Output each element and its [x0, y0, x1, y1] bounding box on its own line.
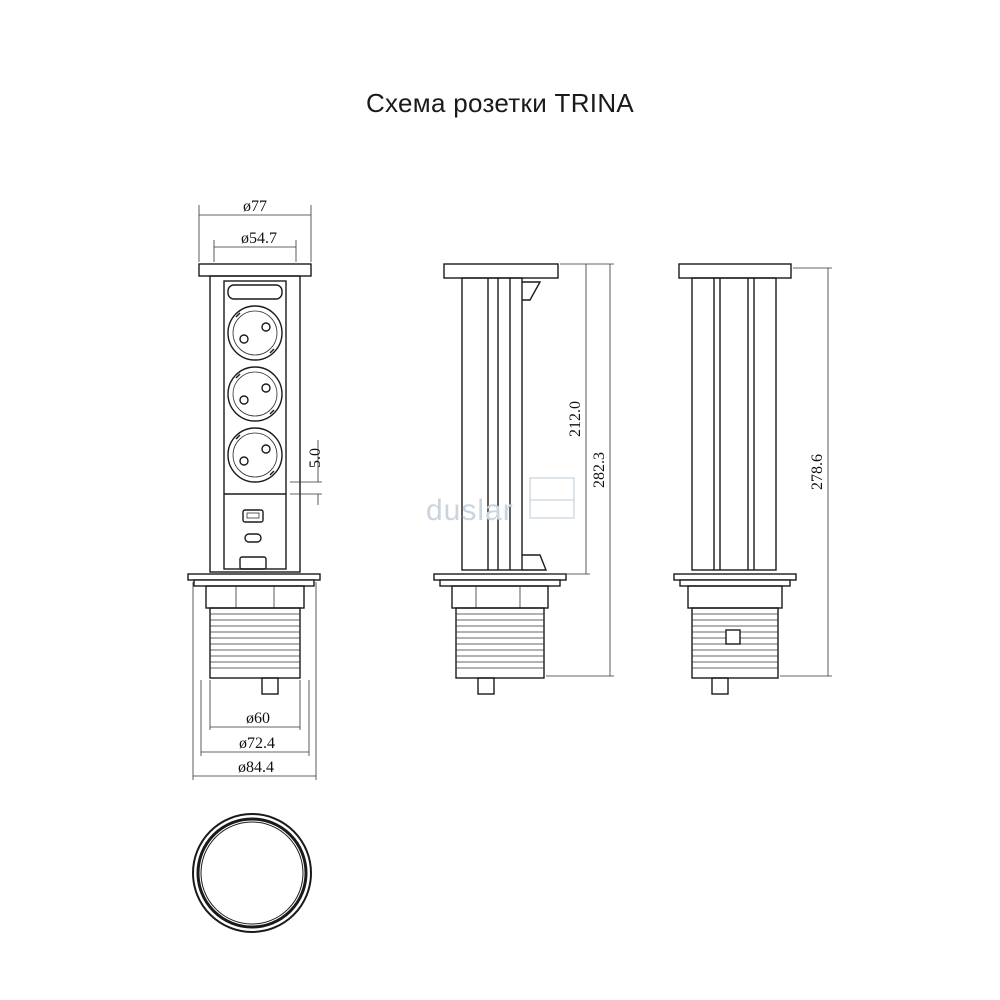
socket-1-icon — [227, 305, 283, 361]
back-view: 278.6 — [673, 263, 832, 695]
dim-body-height: 212.0 — [567, 401, 584, 437]
front-view: ø77 ø54.7 — [187, 198, 324, 780]
dim-top-outer: ø77 — [243, 198, 267, 215]
dim-top-inner: ø54.7 — [241, 230, 277, 247]
dim-thread-outer: ø72.4 — [239, 735, 275, 752]
dim-flange: ø84.4 — [238, 759, 274, 776]
diagram-title: Схема розетки TRINA — [365, 88, 635, 118]
dim-socket-gap: 5.0 — [307, 448, 324, 468]
dim-total-height-side: 282.3 — [591, 452, 608, 488]
watermark-text: duslar — [426, 494, 514, 527]
socket-2-icon — [227, 366, 283, 422]
socket-3-icon — [227, 427, 283, 483]
usb-a-port-icon — [242, 509, 264, 523]
side-view: 212.0 282.3 — [433, 263, 614, 695]
dim-total-height-back: 278.6 — [809, 454, 826, 490]
top-view — [192, 813, 312, 933]
watermark-logo: duslar — [426, 477, 575, 527]
usb-c-port-icon — [244, 533, 262, 543]
dim-thread-inner: ø60 — [246, 710, 270, 727]
